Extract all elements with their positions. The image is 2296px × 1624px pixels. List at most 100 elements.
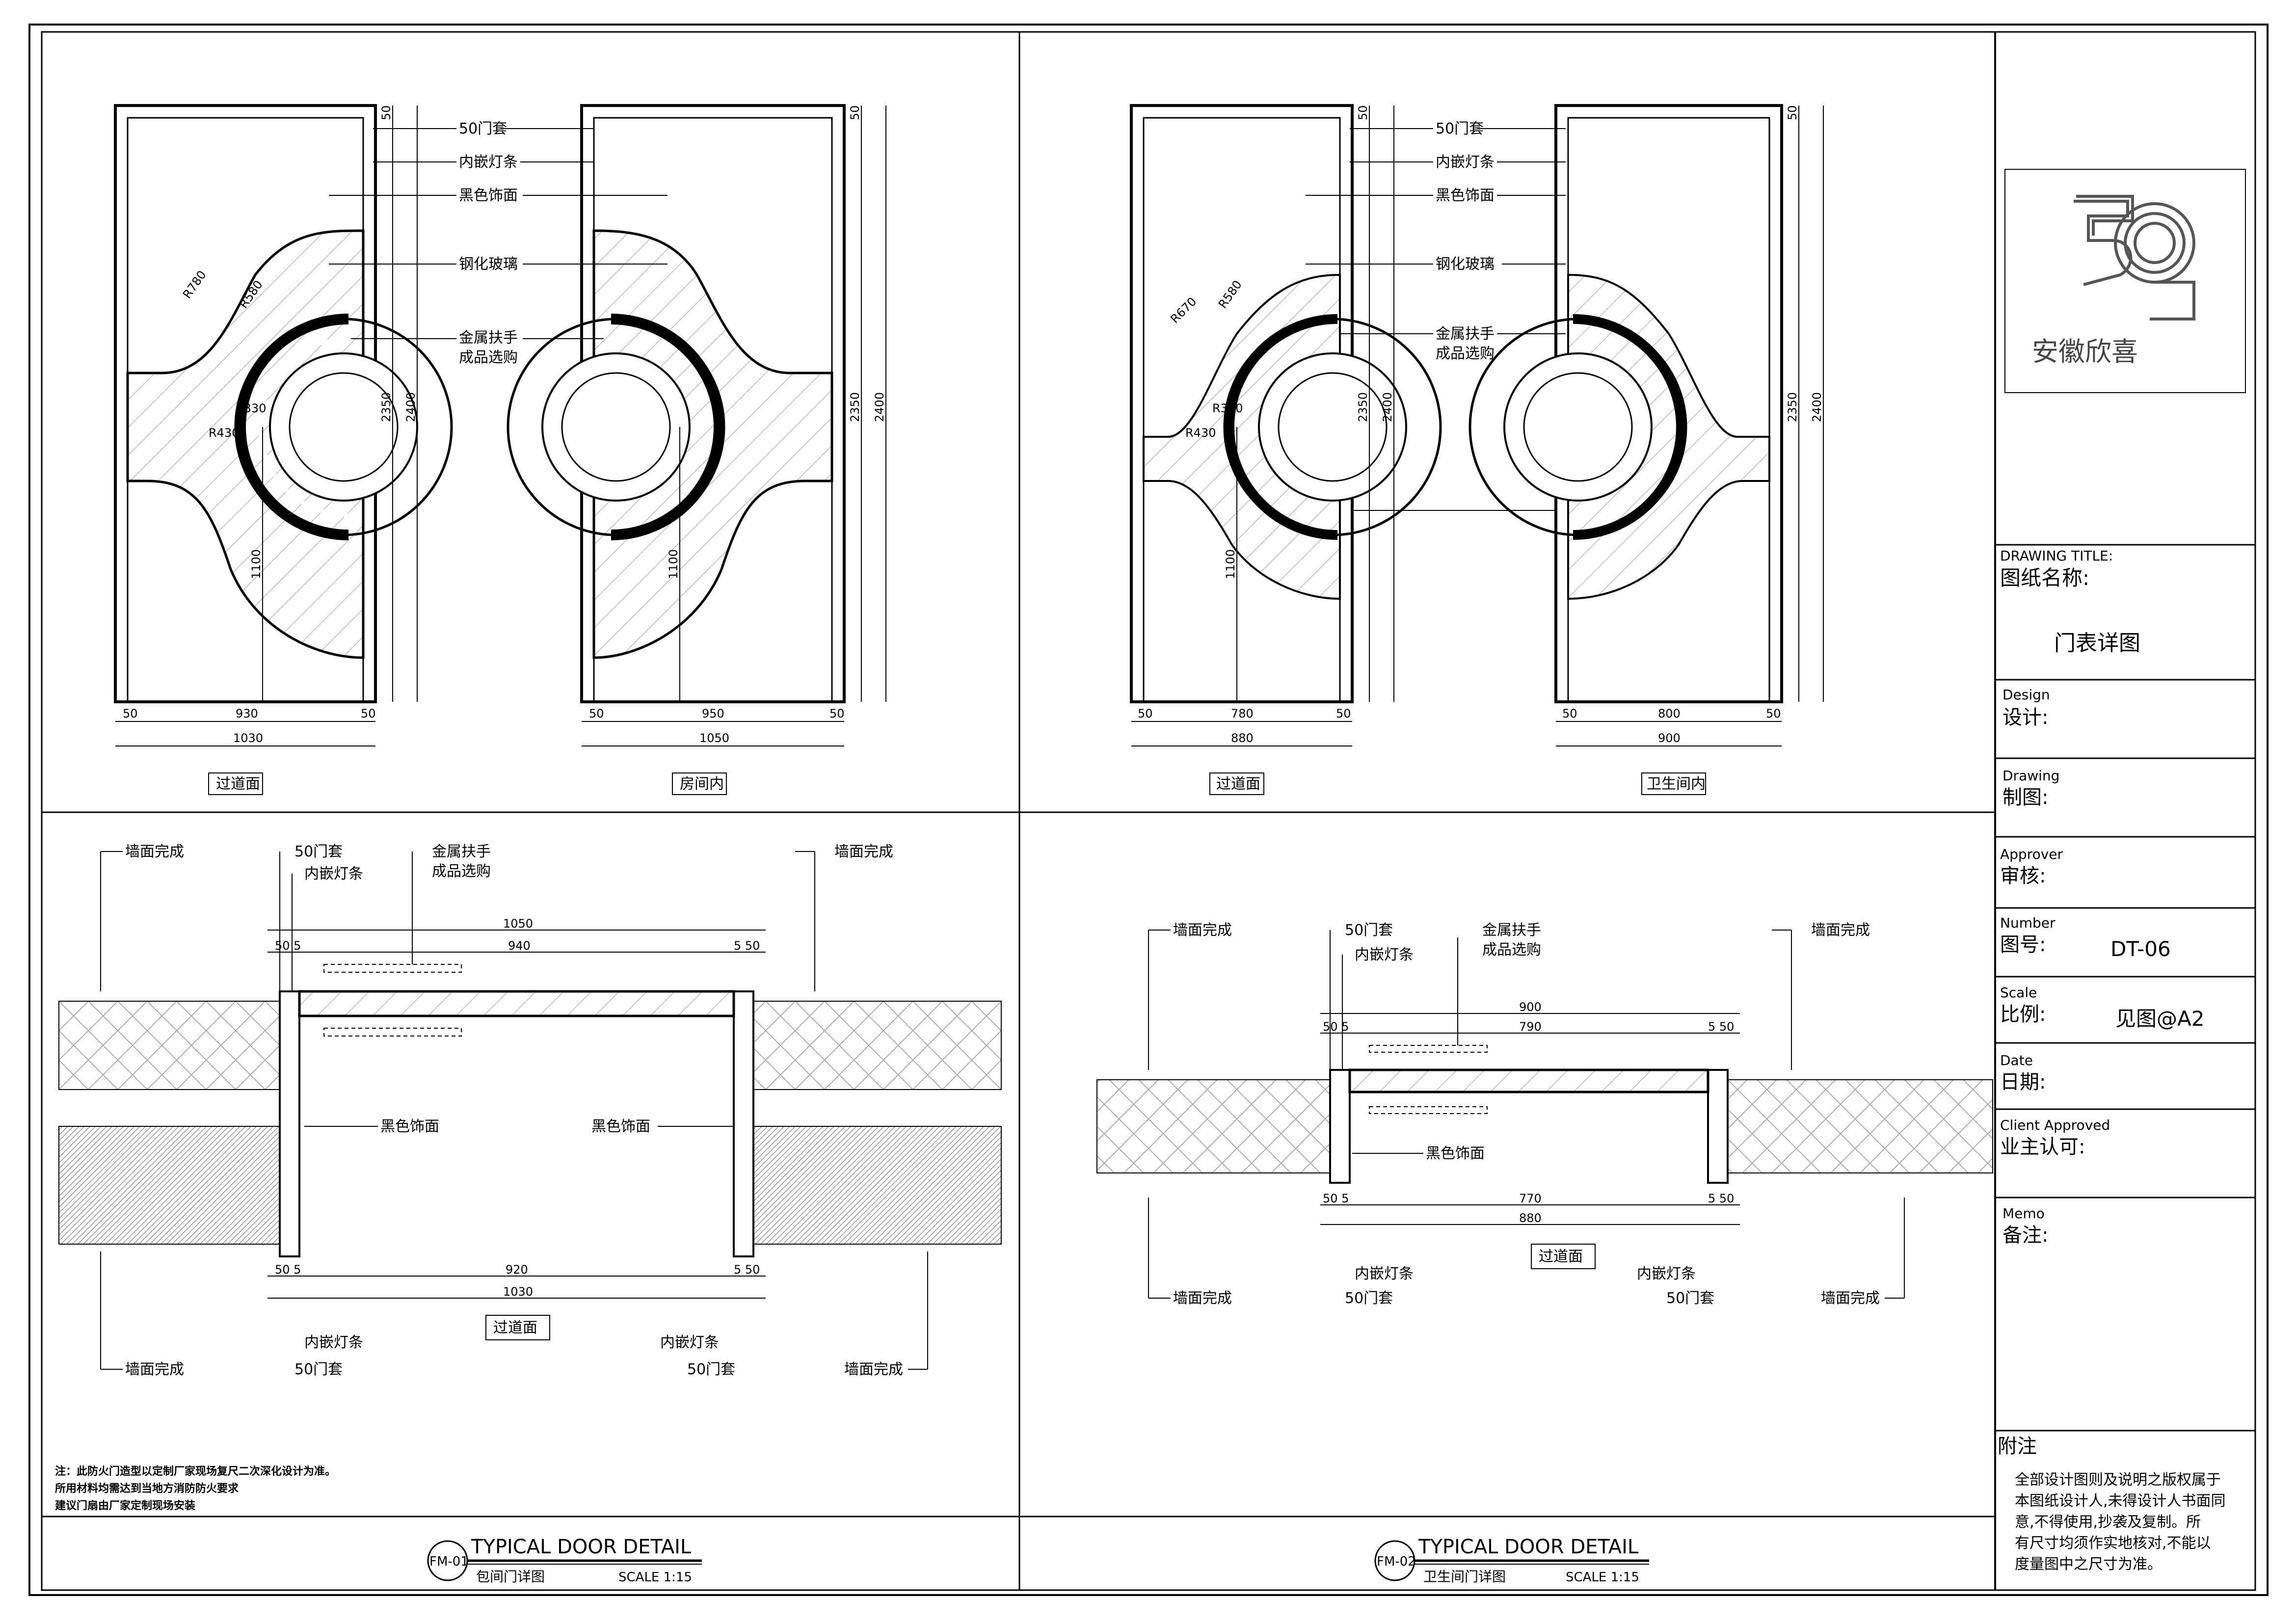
fm02-handle-height: 1100 [1224, 549, 1237, 579]
fm02-radius-1: R670 [1168, 294, 1199, 326]
approver-en: Approver [2000, 846, 2063, 862]
fm02-l-height-outer: 2400 [1381, 392, 1394, 422]
fm01-l-handle-height: 1100 [249, 549, 263, 579]
design-en: Design [2002, 687, 2050, 703]
fm01-sec-small-tl: 50 5 [275, 939, 301, 953]
fm02-wall-finish-tl: 墙面完成 [1173, 922, 1232, 939]
fm02-callout-handle-2: 成品选购 [1436, 345, 1495, 362]
appendix-line-2: 本图纸设计人,未得设计人书面同 [2015, 1492, 2226, 1510]
fm02-section-plan [1096, 1013, 1993, 1225]
fm02-radius-4: R430 [1185, 426, 1216, 440]
fm01-section-plan [58, 930, 1002, 1299]
fm02-sec-small-br: 5 50 [1708, 1192, 1734, 1205]
fm02-elevation-dims: 50 780 50 880 50 800 50 900 2350 2400 23… [1131, 105, 1824, 746]
fm02-left-label-box [1209, 772, 1264, 795]
fm02-sec-top-inner: 790 [1519, 1020, 1542, 1034]
date-en: Date [2000, 1052, 2033, 1068]
fm01-elevation-dims: 50 930 50 1030 50 950 50 1050 2350 2400 … [115, 105, 886, 746]
fm01-sec-top-overall: 1050 [503, 917, 533, 931]
fm01-right-view-label: 房间内 [680, 775, 724, 793]
fm01-sec-frame-top: 50门套 [294, 843, 343, 860]
fm02-radius-2: R580 [1216, 278, 1245, 311]
fm01-sec-small-br: 5 50 [734, 1263, 760, 1277]
fm02-sec-handle-1: 金属扶手 [1482, 922, 1541, 939]
fm01-sec-bottom-inner: 920 [506, 1263, 528, 1277]
fm01-l-outer-width: 1030 [233, 731, 263, 745]
fm01-l-height-outer: 2400 [404, 392, 418, 422]
logo-frame [2004, 169, 2246, 393]
fm02-callout-light-strip: 内嵌灯条 [1436, 154, 1495, 171]
memo-cn: 备注: [2002, 1224, 2048, 1247]
scale-cn: 比例: [2000, 1003, 2046, 1026]
drawing-name: 门表详图 [2054, 631, 2140, 656]
fm01-sec-light-bl: 内嵌灯条 [304, 1334, 363, 1351]
fm01-radius-4: R430 [209, 426, 239, 440]
fm02-wall-finish-br: 墙面完成 [1821, 1290, 1880, 1307]
note-line-2: 所用材料均需达到当地方消防防火要求 [55, 1482, 239, 1495]
fm02-r-top-jamb: 50 [1786, 105, 1799, 120]
fm01-callout-handle-1: 金属扶手 [459, 329, 518, 346]
fm02-elevation-right [1468, 104, 1783, 703]
fm02-sec-frame-top: 50门套 [1345, 922, 1393, 939]
fm01-sec-black-right: 黑色饰面 [591, 1118, 650, 1135]
drawing-cn: 制图: [2002, 786, 2048, 809]
fm01-sec-handle-2: 成品选购 [432, 863, 491, 880]
client-cn: 业主认可: [2000, 1136, 2085, 1158]
approver-cn: 审核: [2000, 865, 2046, 887]
fm02-sec-light-br: 内嵌灯条 [1637, 1265, 1696, 1282]
fm01-sec-top-inner: 940 [508, 939, 531, 953]
fm02-section-dims: 900 790 770 880 50 5 5 50 50 5 5 50 [1323, 1000, 1734, 1225]
fm01-left-view-label: 过道面 [216, 775, 260, 793]
fm01-r-jamb-right: 50 [829, 707, 845, 720]
number-value: DT-06 [2110, 937, 2171, 961]
fm01-wall-finish-bl: 墙面完成 [125, 1361, 184, 1378]
fm02-r-height-inner: 2350 [1786, 392, 1799, 422]
appendix-line-3: 意,不得使用,抄袭及复制。所 [2015, 1514, 2201, 1531]
fm01-wall-finish-tl: 墙面完成 [125, 843, 184, 860]
fm02-callouts: 50门套 内嵌灯条 黑色饰面 钢化玻璃 金属扶手 成品选购 [1306, 120, 1566, 362]
appendix-line-5: 度量图中之尺寸为准。 [2015, 1556, 2162, 1573]
fm02-callout-black-finish: 黑色饰面 [1436, 187, 1495, 204]
fm01-sec-small-tr: 5 50 [734, 939, 760, 953]
fm02-l-height-inner: 2350 [1356, 392, 1370, 422]
appendix-line-1: 全部设计图则及说明之版权属于 [2015, 1471, 2221, 1489]
fm02-sec-bottom-inner: 770 [1519, 1192, 1542, 1205]
general-notes: 注：此防火门造型以定制厂家现场复尺二次深化设计为准。 所用材料均需达到当地方消防… [55, 1465, 336, 1512]
fm02-sec-light-top: 内嵌灯条 [1355, 946, 1414, 963]
drawing-en: Drawing [2002, 768, 2059, 784]
fm01-l-top-jamb: 50 [379, 105, 393, 120]
fm02-detail-title: FM-02 TYPICAL DOOR DETAIL 卫生间门详图 SCALE 1… [1374, 1536, 1649, 1585]
fm02-l-jamb-right: 50 [1336, 707, 1351, 720]
fm02-r-jamb-right: 50 [1766, 707, 1781, 720]
fm01-right-label-box [672, 772, 727, 795]
fm02-sec-small-tr: 5 50 [1708, 1020, 1734, 1034]
fm01-l-jamb-right: 50 [361, 707, 376, 720]
fm02-r-inner-width: 800 [1658, 707, 1681, 720]
fm01-section-dims: 1050 940 920 1030 50 5 5 50 50 5 5 50 [275, 917, 760, 1299]
number-en: Number [2000, 915, 2056, 931]
fm02-wall-finish-bl: 墙面完成 [1173, 1290, 1232, 1307]
fm02-l-outer-width: 880 [1231, 731, 1254, 745]
fm02-r-outer-width: 900 [1658, 731, 1681, 745]
fm01-detail-title-text: TYPICAL DOOR DETAIL [471, 1536, 692, 1558]
fm01-r-height-outer: 2400 [873, 392, 886, 422]
fm01-r-handle-height: 1100 [667, 549, 680, 579]
fm02-sec-label-box [1531, 1244, 1596, 1269]
fm02-detail-title-text: TYPICAL DOOR DETAIL [1418, 1536, 1639, 1558]
fm01-elevation-left [114, 104, 453, 703]
fm02-callout-handle-1: 金属扶手 [1436, 325, 1495, 343]
fm02-sec-view-label: 过道面 [1539, 1248, 1583, 1265]
note-line-3: 建议门扇由厂家定制现场安装 [55, 1499, 195, 1512]
fm02-l-top-jamb: 50 [1356, 105, 1370, 120]
fm01-r-jamb-left: 50 [589, 707, 604, 720]
fm01-sec-handle-1: 金属扶手 [432, 843, 491, 860]
fm02-callout-glass: 钢化玻璃 [1436, 256, 1495, 273]
fm01-l-jamb-left: 50 [123, 707, 138, 720]
fm01-l-inner-width: 930 [236, 707, 258, 720]
fm02-sec-top-overall: 900 [1519, 1000, 1542, 1014]
fm01-radius-1: R780 [180, 268, 209, 301]
fm01-sec-light-top: 内嵌灯条 [304, 865, 363, 882]
fm01-sec-frame-bl: 50门套 [294, 1361, 343, 1378]
note-line-1: 注：此防火门造型以定制厂家现场复尺二次深化设计为准。 [55, 1465, 336, 1478]
